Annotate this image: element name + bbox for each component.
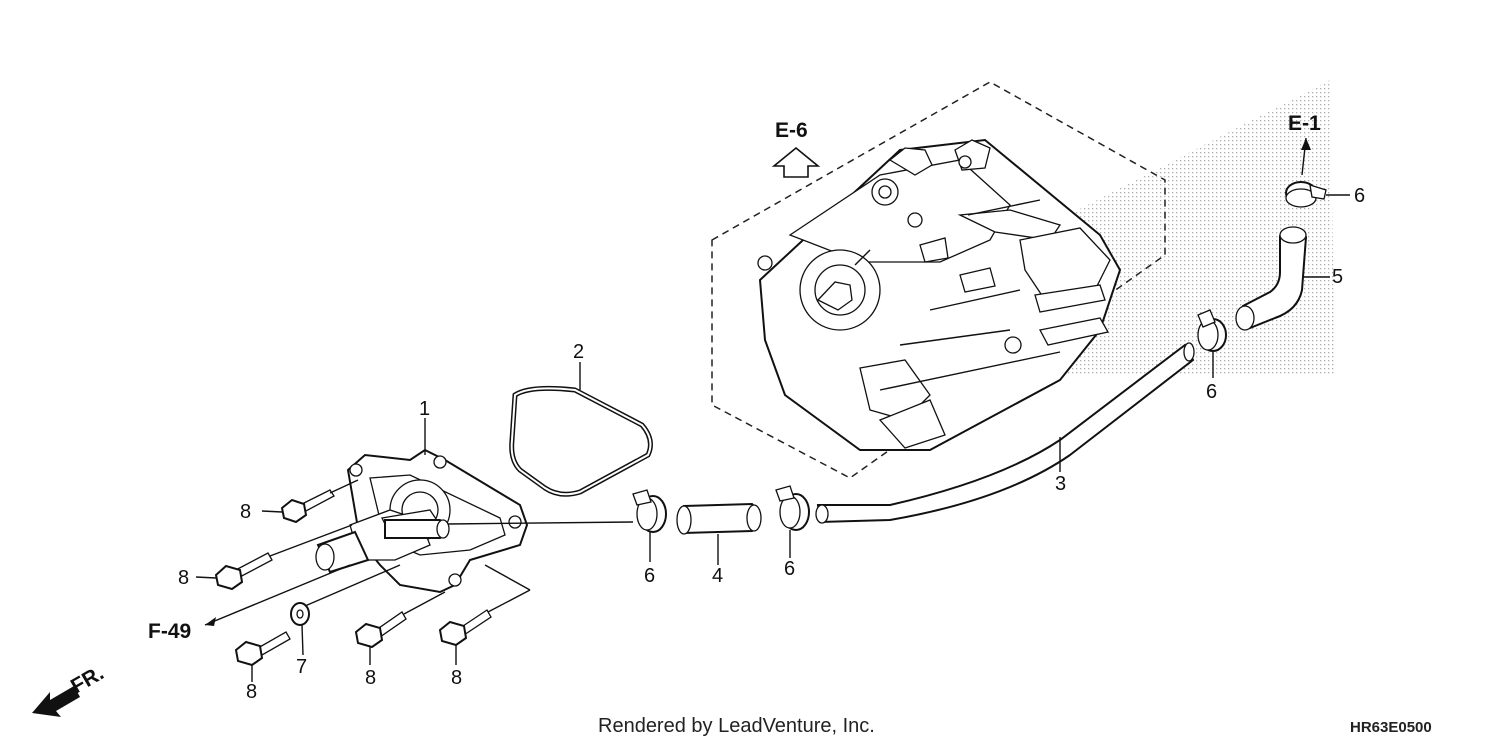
front-arrow-icon xyxy=(32,686,80,717)
reference-e6-label: E-6 xyxy=(775,119,808,142)
callout-8-lower-right: 8 xyxy=(451,667,462,689)
reference-e1: E-1 xyxy=(1288,112,1321,176)
hose-part-4 xyxy=(676,502,762,565)
callout-2: 2 xyxy=(573,341,584,363)
arrow-left-icon xyxy=(205,617,216,626)
bolt-lower-right xyxy=(438,609,492,665)
callout-3: 3 xyxy=(1055,473,1066,495)
clamp-top xyxy=(1285,181,1350,208)
footer-credit: Rendered by LeadVenture, Inc. xyxy=(598,715,875,737)
bolt-lower-center xyxy=(354,611,407,665)
callout-1: 1 xyxy=(419,398,430,420)
reference-e1-label: E-1 xyxy=(1288,112,1321,135)
callout-6-top: 6 xyxy=(1354,185,1365,207)
washer-part-7 xyxy=(290,602,310,656)
callout-8-lower-center: 8 xyxy=(365,667,376,689)
callout-7: 7 xyxy=(296,656,307,678)
callout-5: 5 xyxy=(1332,266,1343,288)
clamp-mid-right xyxy=(1197,309,1227,378)
hose-part-5 xyxy=(1235,226,1330,331)
callout-6-center: 6 xyxy=(644,565,655,587)
callout-4: 4 xyxy=(712,565,723,587)
gasket-part-2 xyxy=(509,362,653,497)
clamp-center-left xyxy=(632,489,667,562)
engine-case xyxy=(757,138,1122,451)
leader-lines xyxy=(204,479,531,626)
arrow-up-icon xyxy=(1301,138,1311,150)
bolt-mid-left xyxy=(195,552,273,591)
clamp-center-right xyxy=(775,485,810,558)
callout-8-mid: 8 xyxy=(178,567,189,589)
reference-e6: E-6 xyxy=(771,119,821,178)
bolt-upper-left xyxy=(261,489,335,524)
front-direction-marker: FR. xyxy=(32,661,108,717)
drawing-code: HR63E0500 xyxy=(1350,719,1432,736)
bolt-lower-left xyxy=(234,631,291,682)
up-arrow-icon xyxy=(771,146,821,178)
callout-8-lower-left: 8 xyxy=(246,681,257,703)
callout-6-right: 6 xyxy=(784,558,795,580)
callout-6-mid: 6 xyxy=(1206,381,1217,403)
callout-8-upper: 8 xyxy=(240,501,251,523)
water-pump-cover-part-1 xyxy=(315,418,634,594)
reference-f49: F-49 xyxy=(148,620,191,643)
pipe-part-3 xyxy=(815,342,1195,524)
